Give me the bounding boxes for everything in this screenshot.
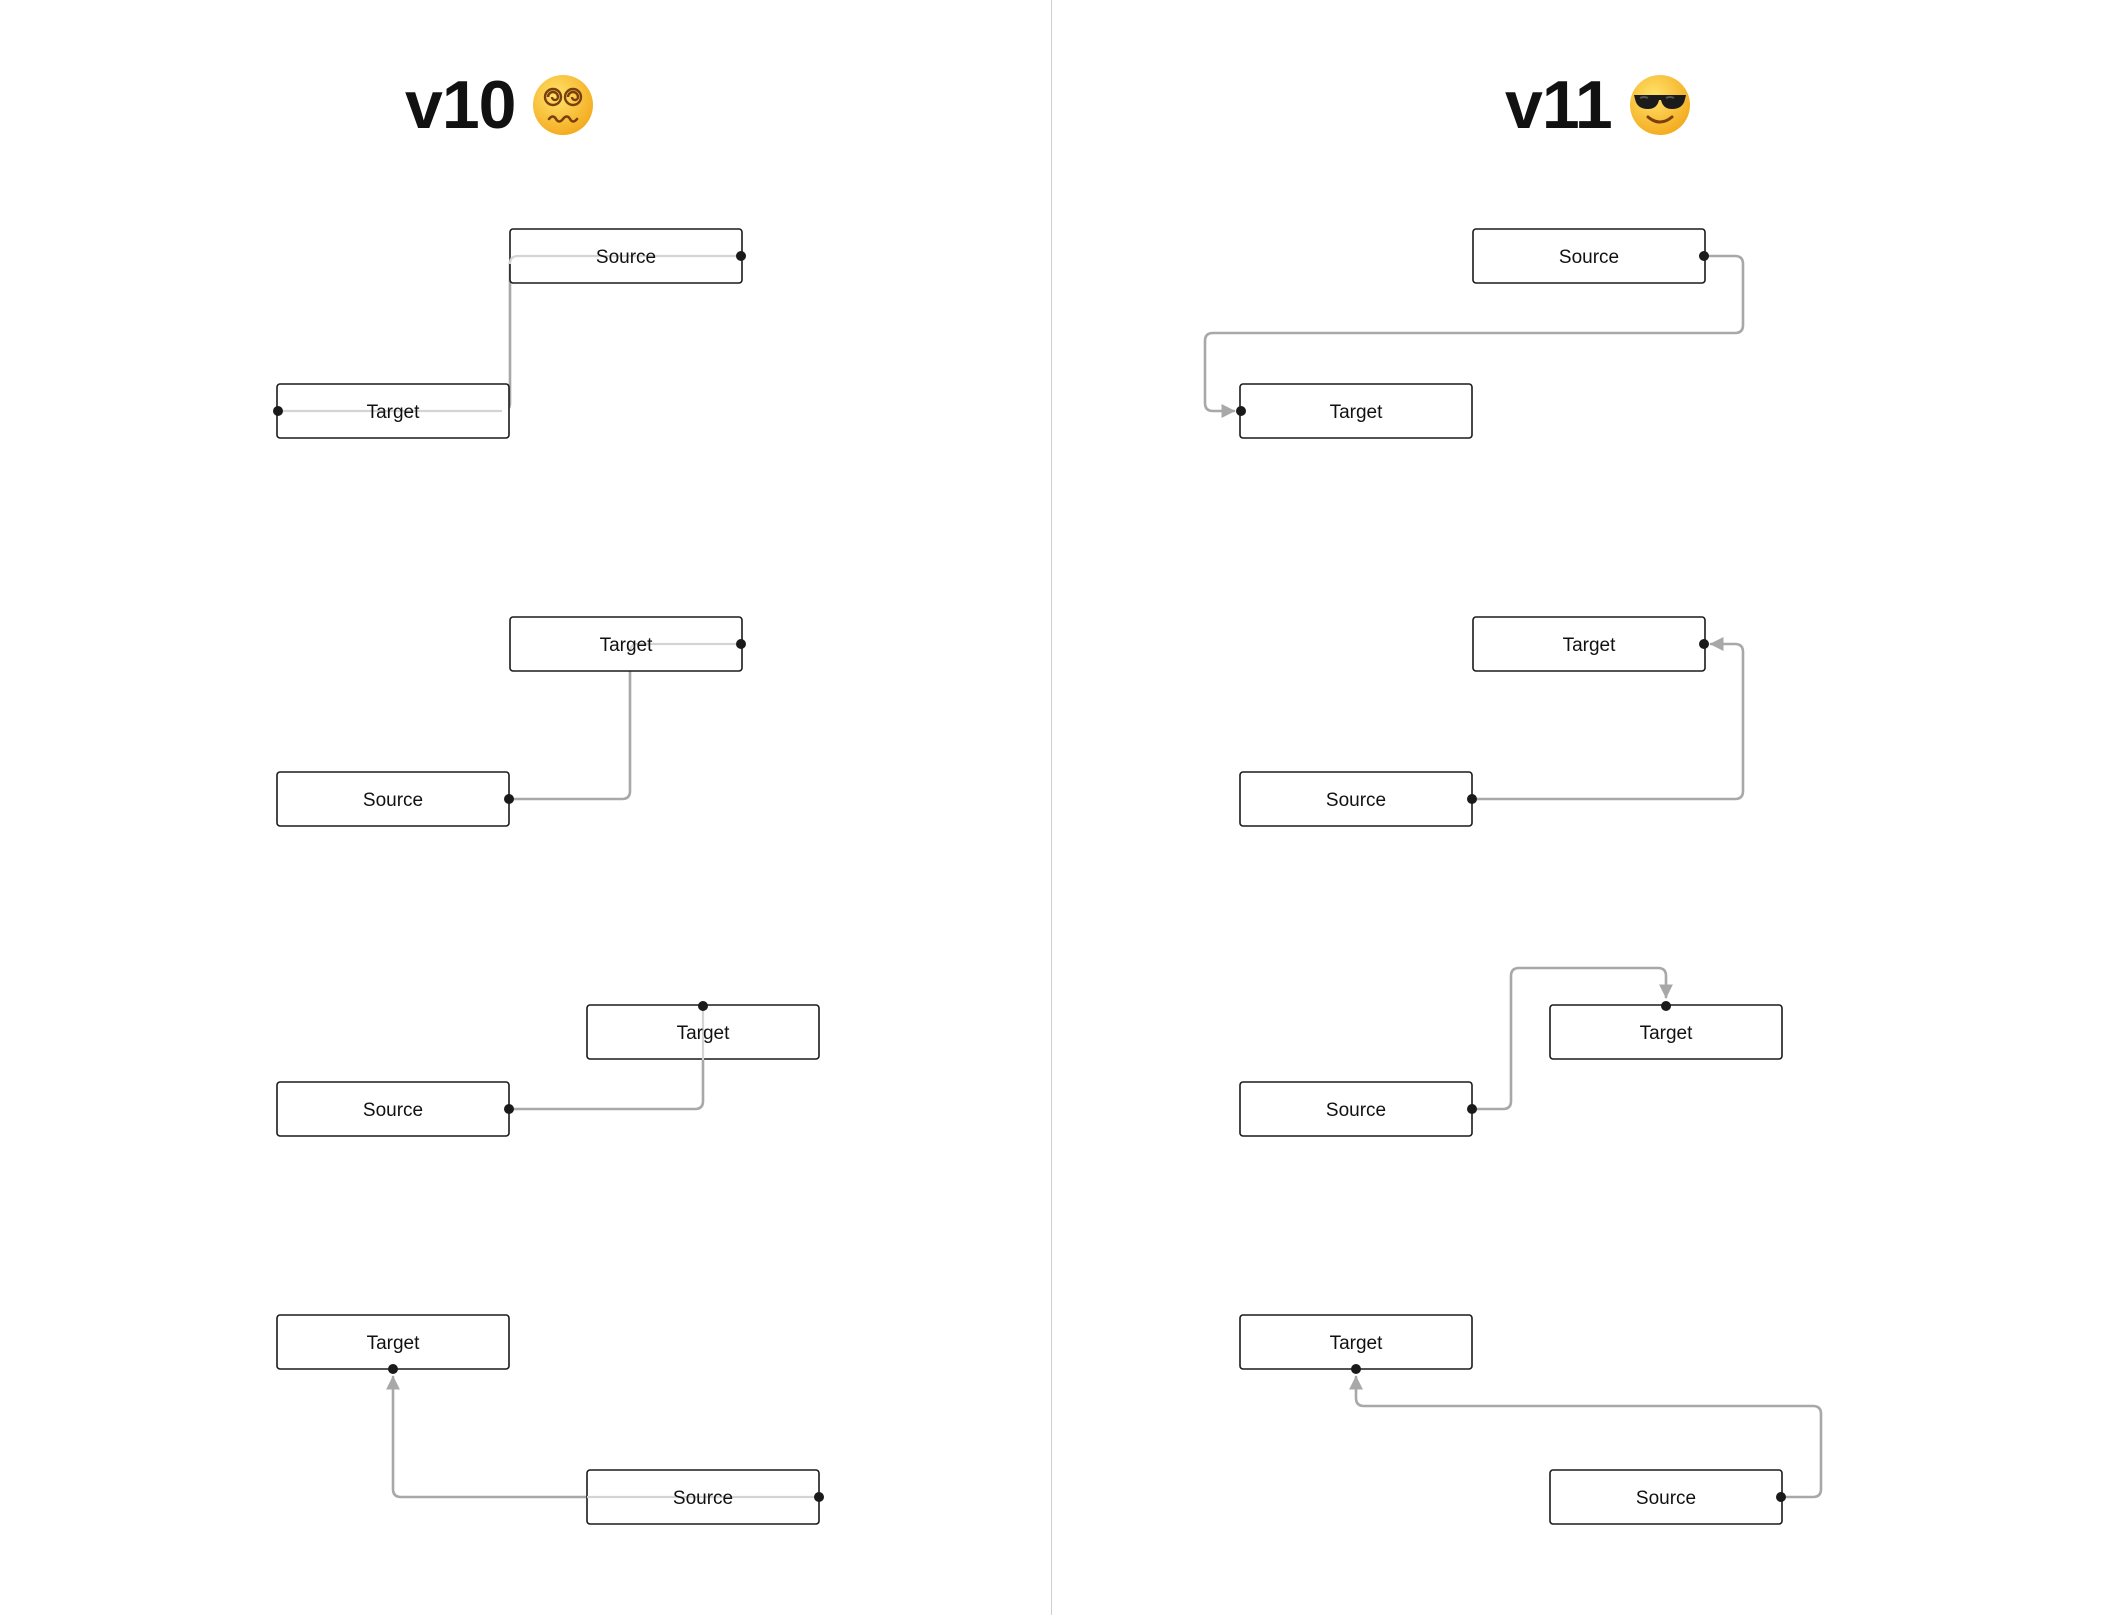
- connection-handle[interactable]: [388, 1364, 398, 1374]
- connection-handle[interactable]: [736, 639, 746, 649]
- v10-title: v10: [405, 67, 516, 143]
- edge-v10-3[interactable]: [507, 1004, 705, 1111]
- sunglasses-face-icon: [1629, 75, 1690, 135]
- edge-v11-4[interactable]: [1349, 1375, 1823, 1499]
- connection-handle[interactable]: [736, 251, 746, 261]
- node-label-a4t: Target: [367, 1333, 421, 1354]
- edge-v11-1[interactable]: [1203, 254, 1745, 418]
- connection-handle[interactable]: [1661, 1001, 1671, 1011]
- node-label-b4s: Source: [1636, 1488, 1696, 1509]
- node-label-a2t: Target: [600, 635, 654, 656]
- node-label-b1t: Target: [1330, 402, 1384, 423]
- connection-handle[interactable]: [1467, 794, 1477, 804]
- connection-handle[interactable]: [1467, 1104, 1477, 1114]
- connection-handle[interactable]: [1236, 406, 1246, 416]
- connection-handle[interactable]: [504, 1104, 514, 1114]
- node-label-b3t: Target: [1640, 1023, 1694, 1044]
- connection-handle[interactable]: [1699, 639, 1709, 649]
- node-label-b3s: Source: [1326, 1100, 1386, 1121]
- dizzy-face-icon: [533, 75, 594, 135]
- edge-v10-4[interactable]: [386, 1375, 589, 1499]
- connection-handle[interactable]: [698, 1001, 708, 1011]
- node-label-b1s: Source: [1559, 247, 1619, 268]
- edge-v11-3[interactable]: [1470, 966, 1673, 1111]
- panel-divider: [1051, 0, 1052, 1615]
- connection-handle[interactable]: [1351, 1364, 1361, 1374]
- node-label-a4s: Source: [673, 1488, 733, 1509]
- v11-title: v11: [1505, 67, 1613, 143]
- v10-heading: v10: [405, 60, 595, 150]
- node-label-b2s: Source: [1326, 790, 1386, 811]
- edge-v10-2-overlap-target: [628, 642, 741, 653]
- node-label-a1s: Source: [596, 247, 656, 268]
- connection-handle[interactable]: [814, 1492, 824, 1502]
- connection-handle[interactable]: [1699, 251, 1709, 261]
- v11-heading: v11: [1505, 60, 1692, 150]
- connection-handle[interactable]: [504, 794, 514, 804]
- edge-v10-1-overlap-source: [508, 254, 741, 265]
- node-label-b4t: Target: [1330, 1333, 1384, 1354]
- connection-handle[interactable]: [1776, 1492, 1786, 1502]
- node-label-a3t: Target: [677, 1023, 731, 1044]
- edge-v11-2[interactable]: [1470, 637, 1745, 801]
- node-label-a3s: Source: [363, 1100, 423, 1121]
- node-label-a2s: Source: [363, 790, 423, 811]
- node-label-a1t: Target: [367, 402, 421, 423]
- node-label-b2t: Target: [1563, 635, 1617, 656]
- connection-handle[interactable]: [273, 406, 283, 416]
